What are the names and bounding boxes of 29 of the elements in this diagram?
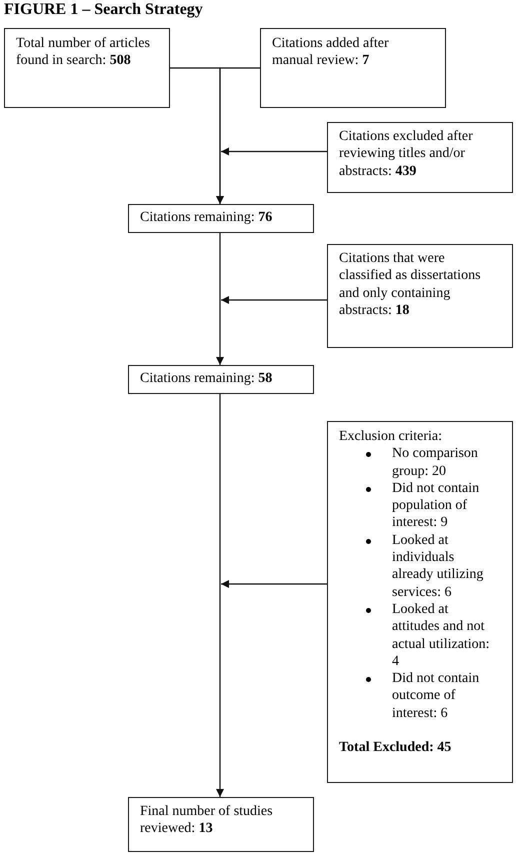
box-text: Total Excluded: 45	[339, 739, 452, 756]
box-text: Citations remaining: 76	[140, 209, 274, 226]
arrow	[216, 233, 224, 365]
box-text: Final number of studies reviewed: 13	[140, 803, 274, 838]
list-item-text: Looked at attitudes and not actual utilization: 4	[392, 600, 491, 670]
box-text: Citations excluded after reviewing titles and/or abstracts: 439	[339, 128, 474, 180]
list-item-text: No comparison group: 20	[392, 445, 479, 480]
exclusion-box	[327, 122, 513, 193]
arrow	[221, 580, 327, 588]
box-text: Exclusion criteria:	[339, 428, 444, 446]
arrow	[221, 296, 327, 304]
list-item-text: Looked at individuals already utilizing services: 6	[392, 532, 484, 601]
list-item-text: Did not contain population of interest: 9	[392, 480, 480, 532]
box-text: Citations added after manual review: 7	[272, 35, 390, 70]
process-box	[128, 797, 314, 852]
process-box	[128, 204, 314, 233]
process-box	[4, 28, 170, 108]
arrow	[221, 148, 327, 156]
arrow	[216, 67, 260, 204]
exclusion-box	[327, 421, 513, 783]
exclusion-box	[327, 244, 513, 348]
process-box	[260, 28, 446, 108]
arrow	[216, 394, 224, 797]
list-item-text: Did not contain outcome of interest: 6	[392, 670, 480, 722]
box-text: Citations remaining: 58	[140, 370, 274, 388]
figure-title: FIGURE 1 – Search Strategy	[4, 0, 203, 19]
process-box	[128, 365, 314, 394]
box-text: Citations that were classified as dissertations and only containing abstracts: 18	[339, 250, 482, 320]
box-text: Total number of articles found in search: 508	[16, 35, 151, 70]
